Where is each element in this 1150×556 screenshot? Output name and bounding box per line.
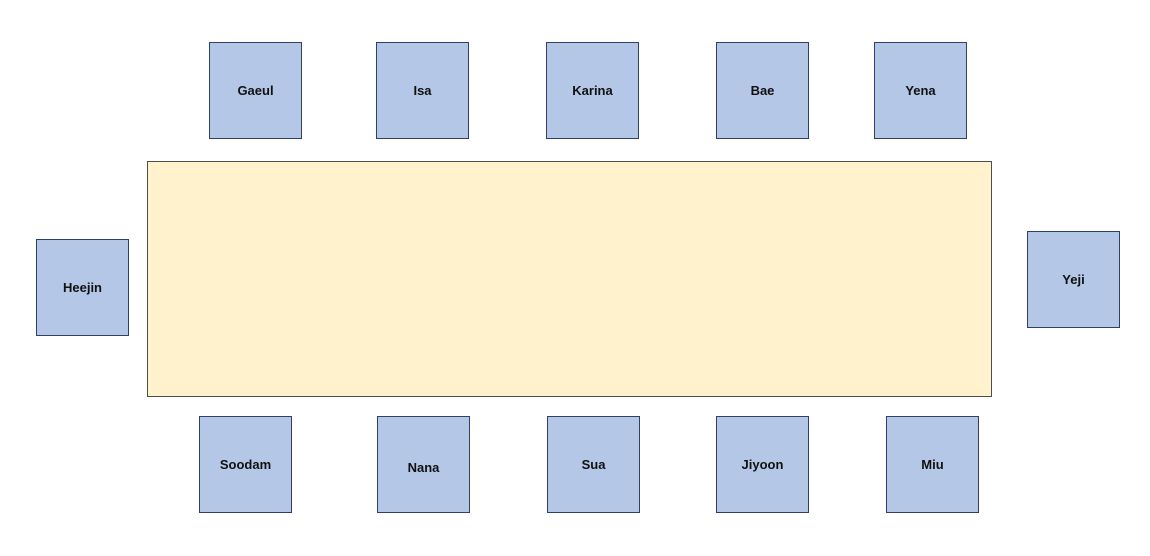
seat-heejin: Heejin: [36, 239, 129, 336]
seat-gaeul: Gaeul: [209, 42, 302, 139]
seat-soodam: Soodam: [199, 416, 292, 513]
seat-isa: Isa: [376, 42, 469, 139]
seat-nana: Nana: [377, 416, 470, 513]
seat-miu: Miu: [886, 416, 979, 513]
seat-karina: Karina: [546, 42, 639, 139]
dining-table: [147, 161, 992, 397]
seat-sua: Sua: [547, 416, 640, 513]
seat-jiyoon: Jiyoon: [716, 416, 809, 513]
seat-yeji: Yeji: [1027, 231, 1120, 328]
seat-yena: Yena: [874, 42, 967, 139]
seat-bae: Bae: [716, 42, 809, 139]
